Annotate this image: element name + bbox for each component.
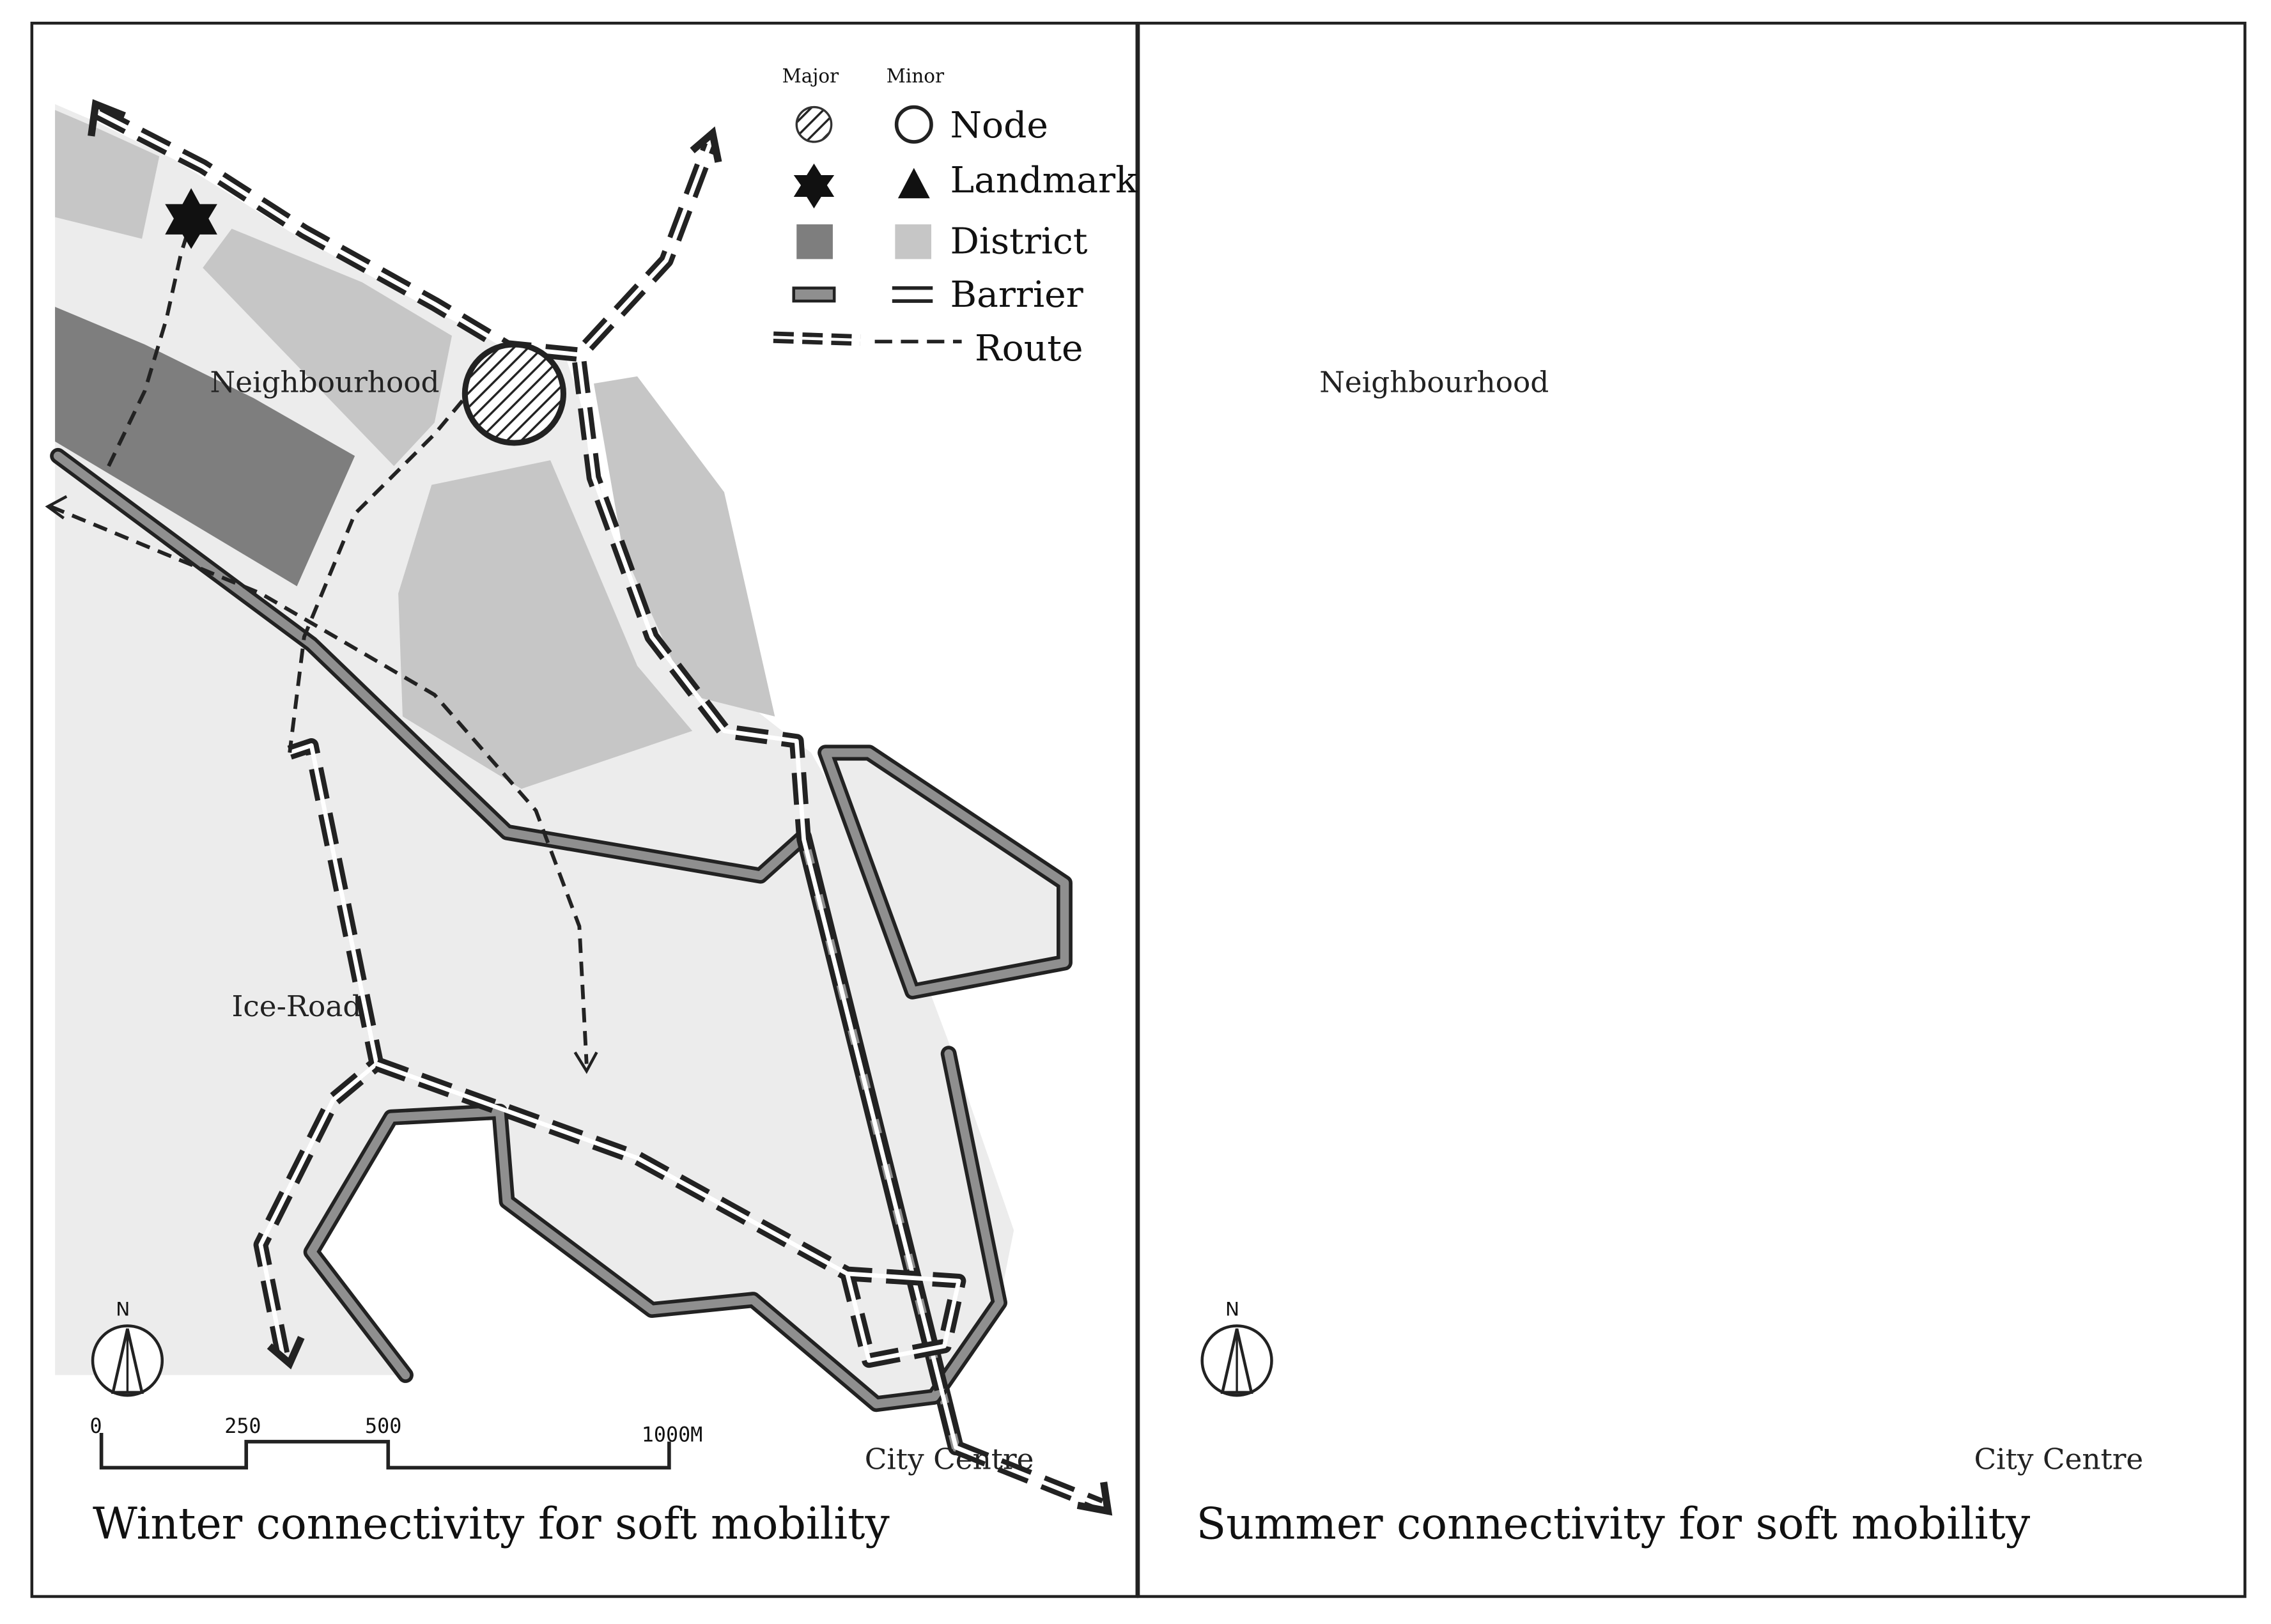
legend-minor-node-symbol	[894, 105, 933, 144]
legend-minor-district-symbol	[895, 224, 932, 259]
legend-route-label: Route	[975, 327, 1083, 369]
legend-major-barrier-symbol	[792, 286, 836, 303]
legend-node-label: Node	[950, 104, 1048, 146]
district-minor-2	[203, 228, 452, 467]
winter-map	[45, 99, 1113, 1516]
scale-tick-1000m: 1000M	[642, 1424, 702, 1447]
legend-barrier-label: Barrier	[950, 274, 1083, 316]
winter-north-arrow: N	[91, 1299, 164, 1397]
winter-major-node	[461, 341, 566, 446]
svg-text:N: N	[1225, 1299, 1239, 1320]
summer-neighbourhood-label: Neighbourhood	[1319, 366, 1549, 399]
winter-neighbourhood-label: Neighbourhood	[210, 366, 440, 399]
summer-north-arrow: N	[1200, 1299, 1273, 1397]
legend-major-node-symbol	[795, 105, 833, 143]
winter-cove-surface	[825, 752, 1065, 992]
legend: Major Minor Node Landmark District Barri…	[773, 65, 1138, 369]
legend-district-label: District	[950, 220, 1087, 262]
winter-city-centre-label: City Centre	[865, 1442, 1034, 1476]
scale-tick-500: 500	[365, 1415, 401, 1438]
svg-text:N: N	[116, 1299, 130, 1320]
summer-city-centre-label: City Centre	[1974, 1442, 2143, 1476]
winter-route-arrowheads	[88, 99, 1113, 1516]
winter-minor-routes	[50, 216, 589, 1064]
district-minor-4	[594, 376, 775, 717]
legend-major-header: Major	[782, 65, 840, 87]
summer-panel-title: Summer connectivity for soft mobility	[1197, 1499, 2031, 1549]
scale-tick-250: 250	[224, 1415, 261, 1438]
scale-tick-0: 0	[89, 1415, 102, 1438]
district-minor-1	[55, 110, 160, 239]
legend-major-district-symbol	[796, 224, 833, 259]
legend-landmark-label: Landmark	[950, 159, 1138, 201]
winter-major-landmark	[165, 188, 217, 249]
winter-minor-arrowheads	[45, 495, 598, 1074]
legend-minor-header: Minor	[887, 65, 945, 87]
winter-panel-title: Winter connectivity for soft mobility	[93, 1499, 890, 1549]
winter-major-routes	[95, 106, 1104, 1512]
legend-minor-landmark-symbol	[897, 167, 930, 199]
scale-bar	[99, 1433, 671, 1470]
district-minor-3	[398, 460, 693, 789]
summer-panel-frame	[1136, 21, 2247, 1598]
district-major-1	[55, 307, 355, 587]
ice-road-label: Ice-Road	[232, 989, 362, 1023]
legend-major-landmark-symbol	[793, 163, 835, 209]
